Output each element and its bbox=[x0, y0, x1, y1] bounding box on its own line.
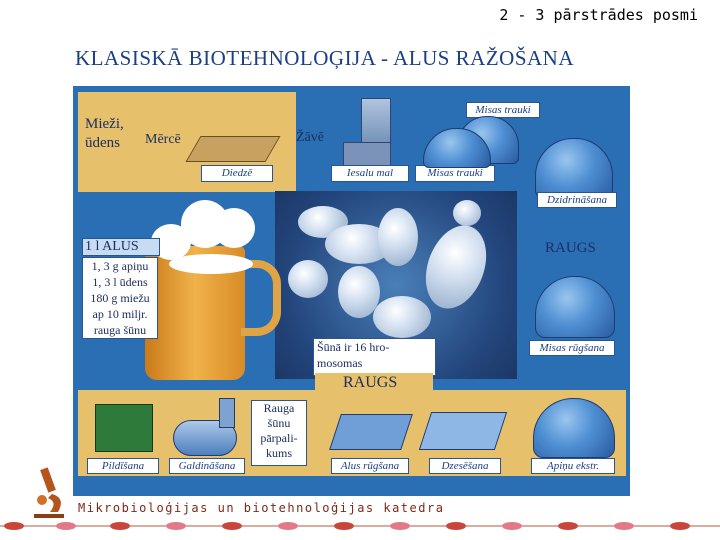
merce-label: Mērcē bbox=[145, 132, 181, 147]
yeast-residue-line: pārpali- bbox=[260, 431, 298, 445]
yeast-cell bbox=[338, 266, 380, 318]
clarification-tank-icon bbox=[535, 138, 613, 200]
yeast-residue-line: kums bbox=[265, 446, 292, 460]
mug-handle-icon bbox=[241, 260, 281, 336]
yeast-residue-line: Rauga bbox=[263, 401, 295, 415]
diedze-label: Diedzē bbox=[201, 165, 273, 182]
raugs-bottom-banner bbox=[315, 373, 433, 395]
footer-decoration bbox=[0, 522, 720, 530]
cell-note: Šūnā ir 16 hro- mosomas bbox=[313, 338, 436, 376]
malt-tray-icon bbox=[185, 136, 281, 162]
slide-header: 2 - 3 pārstrādes posmi bbox=[499, 6, 698, 24]
poster-title-bar: KLASISKĀ BIOTEHNOLOĢIJA - ALUS RAŽOŠANA bbox=[73, 28, 630, 86]
yeast-cell bbox=[373, 296, 431, 338]
recipe-line: 1, 3 g apiņu bbox=[91, 259, 149, 273]
ingredients-line1: Mieži, bbox=[85, 116, 124, 132]
raugs-right-label: RAUGS bbox=[545, 240, 596, 256]
pildisana-label: Pildīšana bbox=[87, 458, 159, 474]
raugs-bottom-label: RAUGS bbox=[343, 374, 398, 391]
yeast-cell bbox=[378, 208, 418, 266]
zave-label: Žāvē bbox=[296, 130, 324, 145]
poster-title: KLASISKĀ BIOTEHNOLOĢIJA - ALUS RAŽOŠANA bbox=[75, 46, 575, 70]
hop-extract-tank-icon bbox=[533, 398, 615, 458]
iesalu-mal-label: Iesalu mal bbox=[331, 165, 409, 182]
footer-text: Mikrobioloģijas un biotehnoloģijas kated… bbox=[78, 501, 445, 515]
lagering-pipe-icon bbox=[219, 398, 235, 428]
galdinasana-label: Galdināšana bbox=[169, 458, 245, 474]
poster: KLASISKĀ BIOTEHNOLOĢIJA - ALUS RAŽOŠANA … bbox=[73, 28, 630, 496]
microscope-logo-icon bbox=[34, 467, 64, 518]
cell-note-line: mosomas bbox=[317, 356, 363, 370]
recipe-title: 1 l ALUS bbox=[82, 238, 160, 256]
recipe-line: rauga šūnu bbox=[93, 323, 147, 337]
mill-base-icon bbox=[343, 142, 391, 166]
fermentation-vat-icon bbox=[329, 414, 413, 450]
foam-bubble bbox=[169, 254, 253, 274]
recipe-line: ap 10 miljr. bbox=[92, 307, 148, 321]
cell-note-line: Šūnā ir 16 hro- bbox=[317, 340, 390, 354]
recipe-line: 1, 3 l ūdens bbox=[92, 275, 148, 289]
yeast-cell bbox=[288, 260, 328, 298]
bottle-crate-icon bbox=[95, 404, 153, 452]
ingredients-line2: ūdens bbox=[85, 135, 120, 151]
misas-trauki-top-label: Misas trauki bbox=[466, 102, 540, 118]
dzesesana-label: Dzesēšana bbox=[429, 458, 501, 474]
foam-bubble bbox=[213, 208, 255, 248]
recipe-line: 180 g miežu bbox=[90, 291, 150, 305]
alus-rugsana-label: Alus rūgšana bbox=[331, 458, 409, 474]
fermentation-tank-icon bbox=[535, 276, 615, 338]
misas-rugsana-label: Misas rūgšana bbox=[529, 340, 615, 356]
apinu-ekstr-label: Apiņu ekstr. bbox=[531, 458, 615, 474]
dzidrinasana-label: Dzidrināšana bbox=[537, 192, 617, 208]
yeast-residue-line: šūnu bbox=[267, 416, 291, 430]
yeast-residue-card: Rauga šūnu pārpali- kums bbox=[251, 400, 307, 466]
yeast-cell bbox=[453, 200, 481, 226]
cooling-vat-icon bbox=[418, 412, 508, 450]
misas-trauki-label: Misas trauki bbox=[415, 165, 495, 182]
recipe-card: 1, 3 g apiņu 1, 3 l ūdens 180 g miežu ap… bbox=[82, 257, 158, 339]
